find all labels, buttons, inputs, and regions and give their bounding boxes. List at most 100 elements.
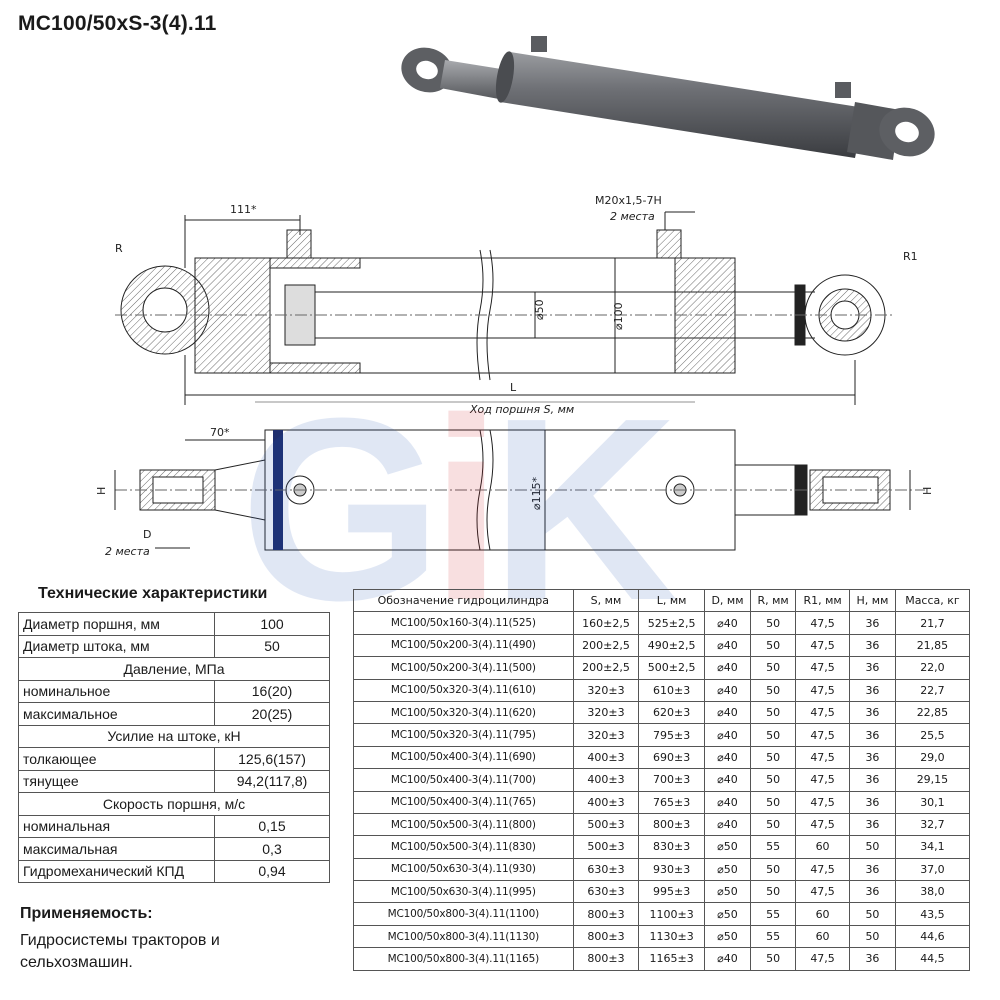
models-cell: 630±3: [572, 857, 640, 882]
dim-r-label: R: [115, 242, 123, 255]
models-cell: 1130±3: [638, 924, 705, 949]
models-cell: 36: [848, 768, 896, 792]
models-cell: 21,85: [894, 633, 971, 658]
specs-label: максимальное: [18, 702, 215, 726]
models-header-cell: Масса, кг: [894, 588, 971, 613]
models-cell: 29,0: [894, 745, 971, 770]
specs-value: 100: [214, 612, 330, 636]
models-cell: 30,1: [894, 790, 971, 814]
models-cell: ⌀40: [703, 947, 752, 971]
models-cell: ⌀40: [703, 700, 752, 725]
models-cell: 500±3: [572, 812, 640, 837]
models-cell: 47,5: [795, 678, 850, 702]
models-cell: 800±3: [572, 924, 640, 949]
models-cell: МС100/50х400-3(4).11(700): [353, 768, 574, 792]
barrel-3d: [500, 52, 865, 158]
models-header-cell: S, мм: [572, 588, 640, 613]
models-cell: 50: [750, 678, 797, 702]
dim-70-label: 70*: [210, 426, 230, 439]
models-cell: МС100/50х800-3(4).11(1100): [353, 902, 574, 926]
models-cell: 55: [750, 924, 797, 949]
models-cell: ⌀50: [703, 924, 752, 949]
left-eye-3d: [401, 47, 453, 93]
models-header-cell: R, мм: [750, 588, 797, 613]
models-cell: 22,7: [894, 678, 971, 702]
models-cell: 60: [795, 835, 850, 859]
models-cell: ⌀40: [703, 656, 752, 680]
specs-value: 16(20): [214, 679, 330, 703]
models-cell: 47,5: [795, 633, 850, 658]
right-eye-3d: [879, 107, 935, 157]
models-cell: 22,85: [894, 700, 971, 725]
models-header-cell: H, мм: [848, 588, 896, 613]
dim-thread-label: M20x1,5-7H: [595, 194, 662, 207]
technical-drawing: 111* R R1 M20x1,5-7H 2 места ⌀50 ⌀100 L …: [95, 194, 934, 558]
specs-heading: Технические характеристики: [38, 585, 268, 602]
dim-l-label: L: [510, 381, 517, 394]
models-cell: 36: [848, 700, 896, 725]
specs-value: 50: [214, 634, 330, 658]
models-cell: ⌀40: [703, 768, 752, 792]
models-cell: 630±3: [572, 880, 640, 904]
models-cell: 47,5: [795, 745, 850, 770]
models-header-cell: R1, мм: [795, 588, 850, 613]
dim-stroke-label: Ход поршня S, мм: [469, 403, 574, 416]
models-cell: 50: [750, 768, 797, 792]
models-cell: 60: [795, 924, 850, 949]
models-header-cell: D, мм: [703, 588, 752, 613]
models-cell: 400±3: [572, 790, 640, 814]
models-cell: МС100/50х630-3(4).11(930): [353, 857, 574, 882]
models-cell: 400±3: [572, 768, 640, 792]
dim-d-count-label: 2 места: [105, 545, 150, 558]
models-cell: 700±3: [638, 768, 705, 792]
models-cell: МС100/50х630-3(4).11(995): [353, 880, 574, 904]
models-cell: 22,0: [894, 656, 971, 680]
models-cell: 47,5: [795, 880, 850, 904]
models-cell: 50: [750, 857, 797, 882]
models-cell: 400±3: [572, 745, 640, 770]
models-cell: 830±3: [638, 835, 705, 859]
models-cell: 800±3: [638, 812, 705, 837]
models-cell: 930±3: [638, 857, 705, 882]
dim-d50-label: ⌀50: [533, 299, 546, 320]
models-cell: 500±2,5: [638, 656, 705, 680]
models-cell: 44,5: [894, 947, 971, 971]
models-cell: 610±3: [638, 678, 705, 702]
models-cell: 36: [848, 723, 896, 747]
models-cell: МС100/50х320-3(4).11(620): [353, 700, 574, 725]
models-cell: ⌀40: [703, 678, 752, 702]
dim-r1-label: R1: [903, 250, 918, 263]
specs-value: 125,6(157): [214, 747, 330, 771]
models-cell: ⌀40: [703, 611, 752, 635]
specs-value: 20(25): [214, 702, 330, 726]
models-cell: 36: [848, 745, 896, 770]
models-cell: 50: [750, 880, 797, 904]
models-cell: 50: [848, 835, 896, 859]
models-cell: 50: [750, 790, 797, 814]
specs-section-label: Усилие на штоке, кН: [18, 724, 330, 748]
models-cell: 1100±3: [638, 902, 705, 926]
specs-label: максимальная: [18, 837, 215, 861]
models-cell: МС100/50х320-3(4).11(610): [353, 678, 574, 702]
dim-d100-label: ⌀100: [612, 302, 625, 330]
models-cell: 47,5: [795, 700, 850, 725]
page-title: МС100/50хS-3(4).11: [18, 12, 217, 35]
models-cell: 50: [750, 745, 797, 770]
models-cell: 620±3: [638, 700, 705, 725]
models-cell: 690±3: [638, 745, 705, 770]
models-cell: ⌀40: [703, 790, 752, 814]
dim-d115-label: ⌀115*: [530, 476, 543, 510]
specs-row: Давление, МПа: [18, 657, 330, 681]
